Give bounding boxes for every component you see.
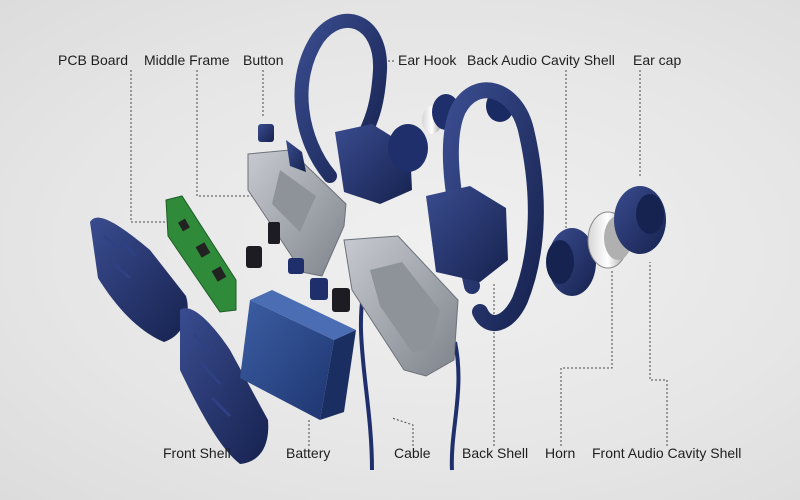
battery-side <box>320 330 356 420</box>
middle-frame-recess <box>272 170 316 232</box>
leader-front-audio-cavity-shell <box>649 262 668 446</box>
front-shell-left <box>90 217 188 342</box>
connector-1 <box>246 246 262 268</box>
label-battery: Battery <box>286 445 331 461</box>
button-shape <box>258 124 274 142</box>
leader-middle-frame <box>196 70 262 197</box>
battery-top <box>250 290 356 340</box>
label-ear-cap: Ear cap <box>633 52 682 68</box>
connector-2 <box>268 222 280 244</box>
ear-hook-front <box>442 82 544 331</box>
label-ear-hook: Ear Hook <box>398 52 457 68</box>
leader-horn <box>560 270 613 446</box>
label-back-shell: Back Shell <box>462 445 529 461</box>
connector-5 <box>332 288 350 312</box>
connector-3 <box>288 258 304 274</box>
connector-4 <box>310 278 328 300</box>
battery-front <box>240 300 334 420</box>
back-audio-cavity-shell-front <box>426 186 508 282</box>
leader-cable <box>391 417 414 446</box>
label-front-shell: Front Shell <box>163 445 231 461</box>
label-middle-frame: Middle Frame <box>144 52 230 68</box>
back-cavity-round <box>388 124 428 172</box>
label-pcb-board: PCB Board <box>58 52 129 68</box>
ear-hook-back <box>294 13 388 183</box>
label-front-audio-cavity-shell: Front Audio Cavity Shell <box>592 445 742 461</box>
label-cable: Cable <box>394 445 431 461</box>
button-post <box>286 140 306 172</box>
leader-pcb-board <box>130 70 170 223</box>
back-shell-recess <box>370 262 440 352</box>
cable-right <box>449 341 461 471</box>
label-back-audio-cavity-shell: Back Audio Cavity Shell <box>467 52 615 68</box>
label-horn: Horn <box>545 445 576 461</box>
front-shell-right <box>180 308 269 464</box>
label-button: Button <box>243 52 284 68</box>
